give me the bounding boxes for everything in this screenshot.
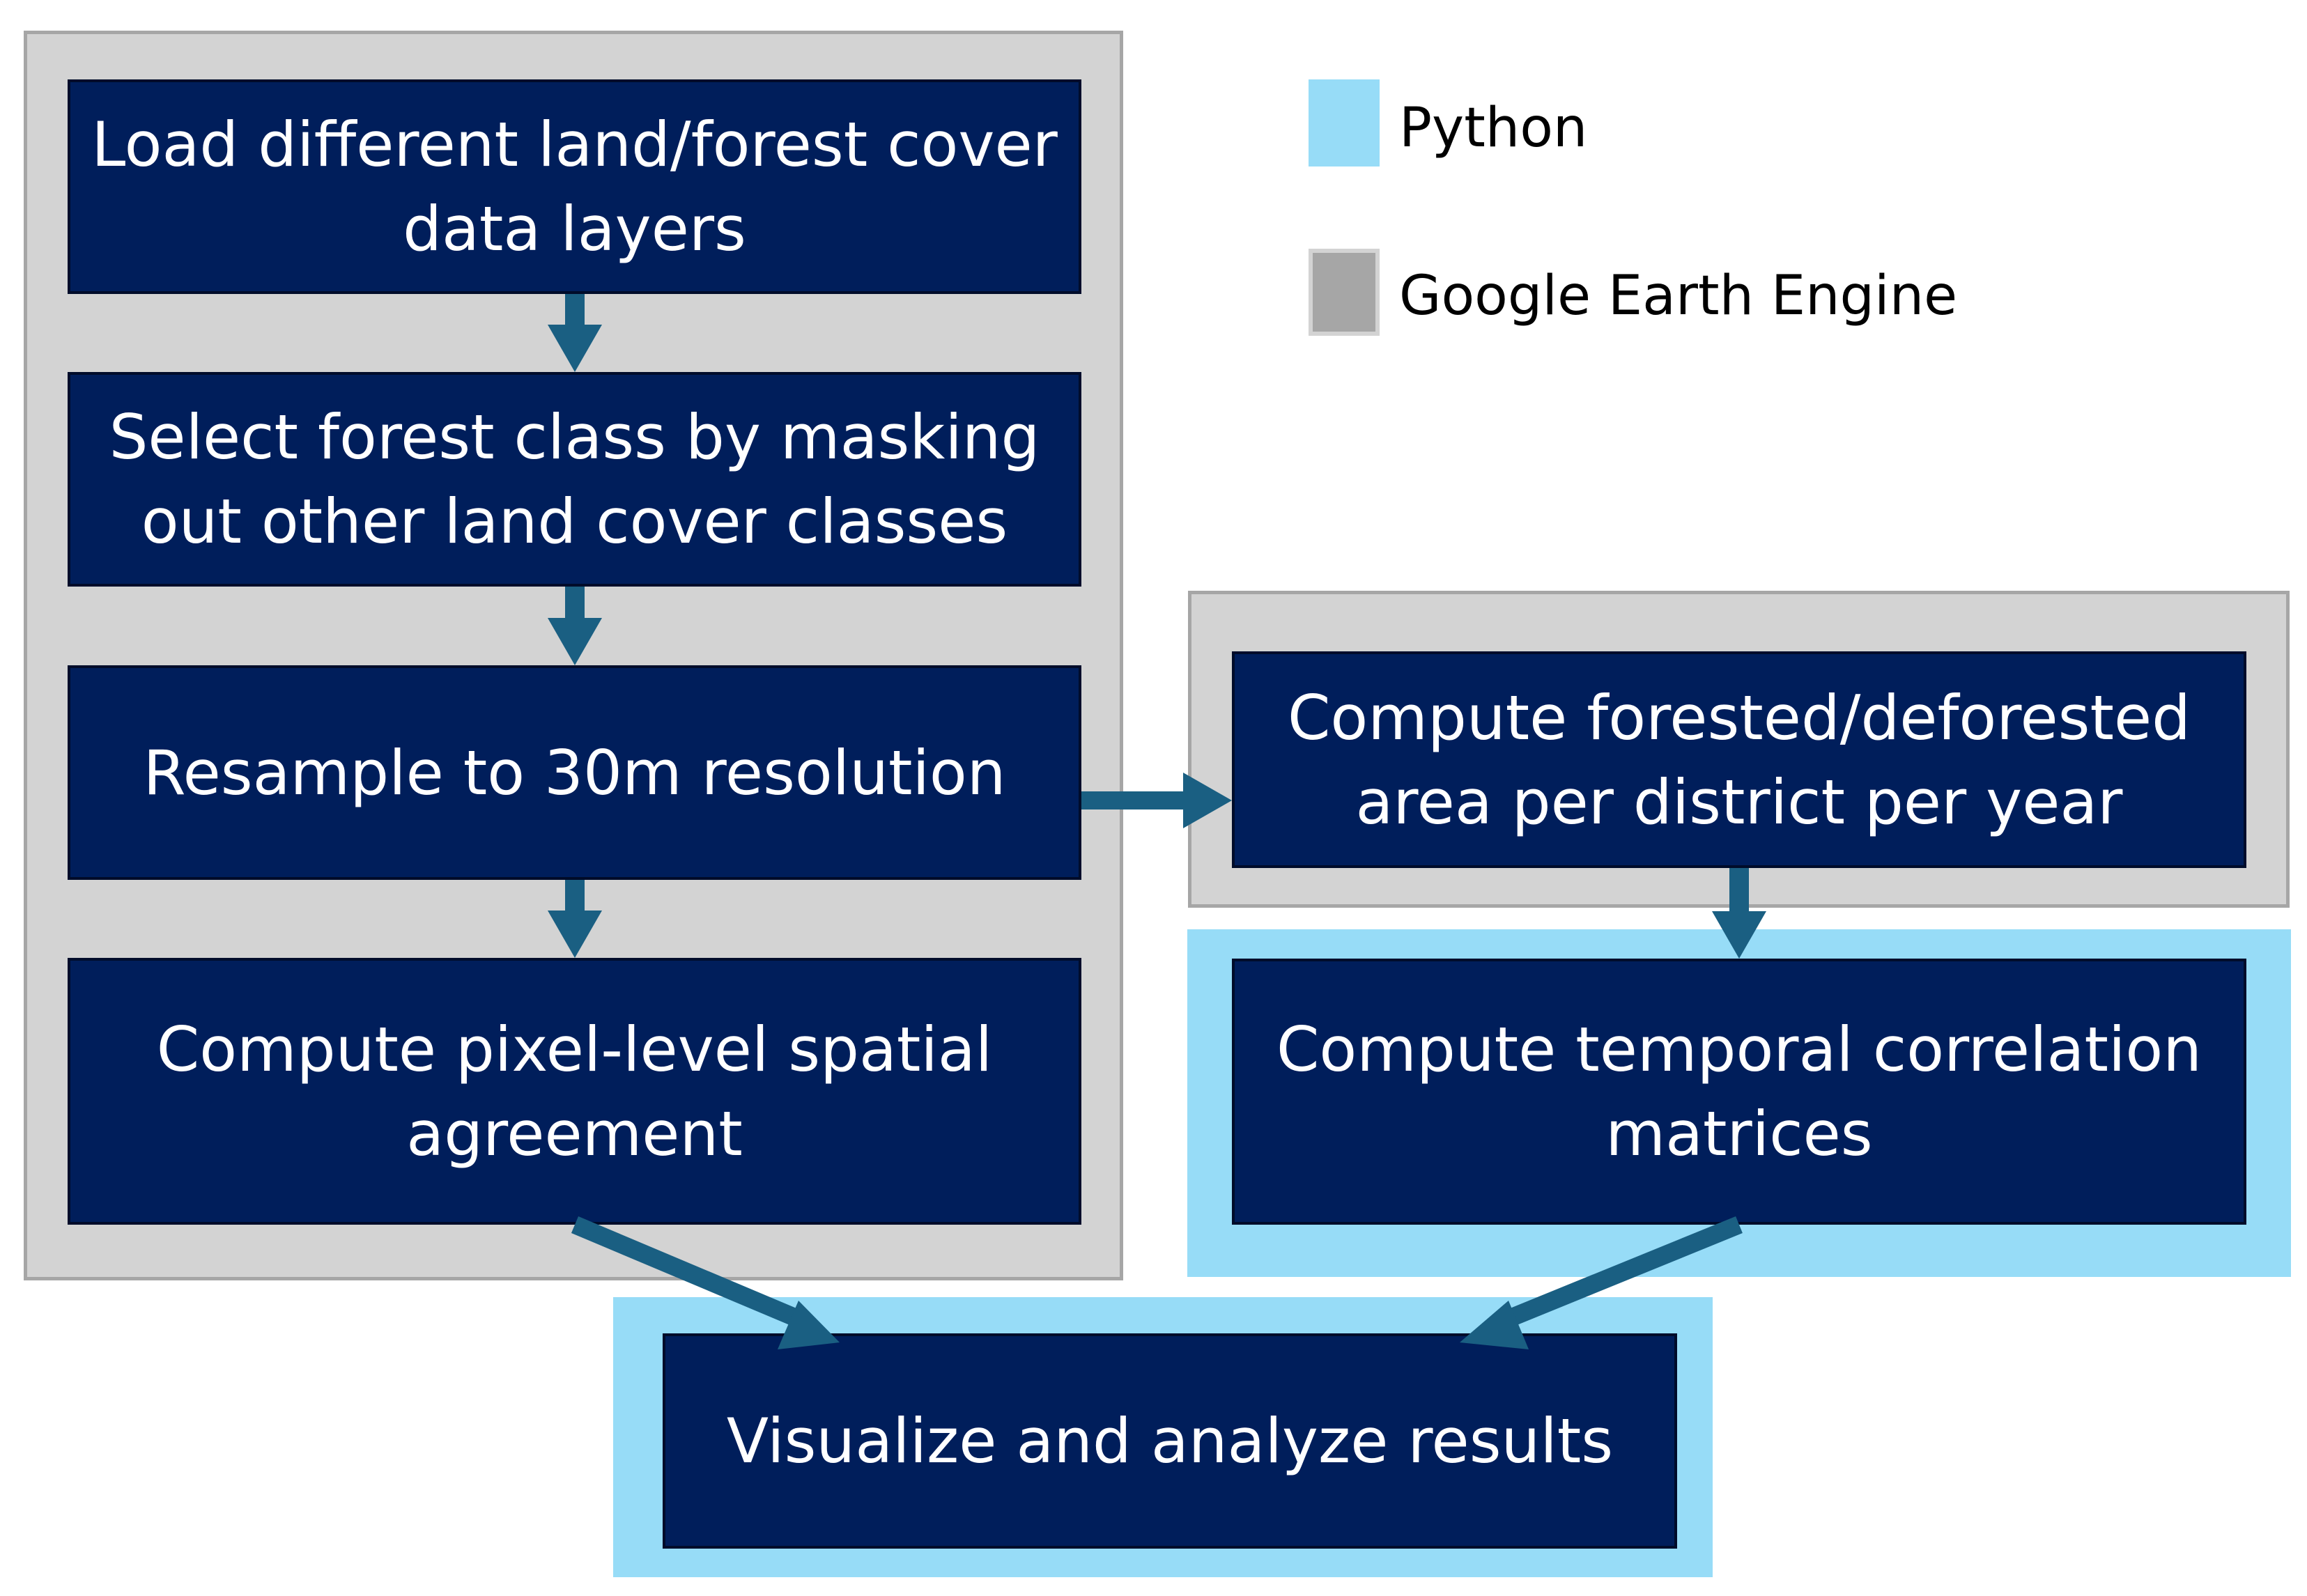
- legend-python-swatch: [1309, 79, 1380, 166]
- step-visualize-results: Visualize and analyze results: [663, 1333, 1677, 1549]
- legend-python-label: Python: [1399, 97, 1588, 160]
- step-select-forest-class: Select forest class by masking out other…: [68, 372, 1081, 587]
- legend-gee-label: Google Earth Engine: [1399, 265, 1958, 327]
- step-load-data-layers: Load different land/forest cover data la…: [68, 79, 1081, 294]
- step-temporal-correlation: Compute temporal correlation matrices: [1232, 959, 2246, 1225]
- legend-gee-swatch: [1309, 249, 1380, 336]
- step-resample-30m: Resample to 30m resolution: [68, 665, 1081, 880]
- step-forested-area: Compute forested/deforested area per dis…: [1232, 651, 2246, 868]
- step-pixel-level-agreement: Compute pixel-level spatial agreement: [68, 958, 1081, 1225]
